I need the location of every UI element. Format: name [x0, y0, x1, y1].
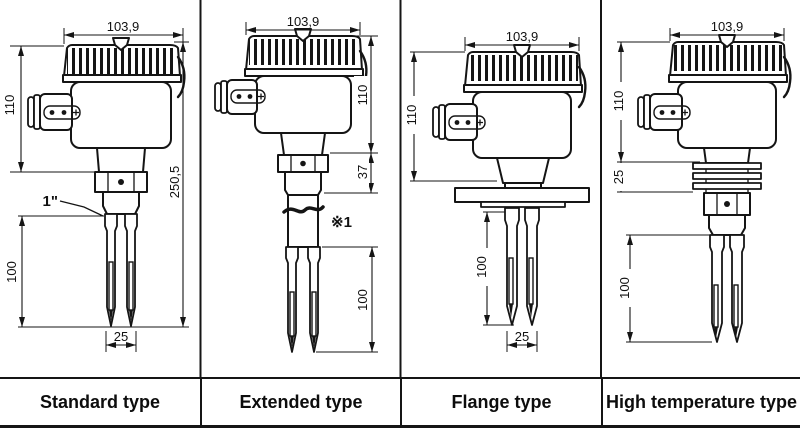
dimensions-standard: 103,9 110 250,5 100 25 1" — [1, 19, 189, 352]
hex-nut — [277, 154, 329, 173]
thread-leader-line — [59, 200, 104, 217]
cable-connector — [432, 103, 486, 141]
column-separators — [199, 0, 602, 377]
housing-body — [472, 91, 572, 159]
dim-fork-width: 25 — [515, 329, 529, 344]
flange — [454, 187, 590, 208]
cap-clip — [577, 65, 587, 109]
type-label-standard: Standard type — [39, 391, 161, 412]
dim-nut-length: 37 — [355, 165, 370, 179]
sensor-head — [27, 37, 186, 149]
hex-nut — [703, 192, 751, 216]
dim-fork-length: 100 — [617, 277, 632, 299]
dim-fin-section: 25 — [611, 170, 626, 184]
cap-latch-knob — [112, 37, 130, 51]
dim-total-height: 250,5 — [167, 166, 182, 199]
type-label-flange: Flange type — [400, 379, 601, 425]
ribbed-cap — [249, 39, 359, 65]
high-temperature-type-drawing: 103,9 110 25 100 — [610, 19, 792, 343]
sensor-head — [432, 44, 587, 159]
dim-head-height: 110 — [404, 105, 419, 126]
dimensions-high-temperature: 103,9 110 25 100 — [610, 19, 785, 343]
fork-prongs — [504, 207, 540, 326]
dim-cap-width: 103,9 — [711, 19, 744, 34]
extended-type-drawing: 103,9 110 37 ※1 100 — [214, 14, 378, 353]
ribbed-cap — [67, 48, 177, 74]
extension-tube — [287, 194, 319, 248]
extension-note-label: ※1 — [331, 214, 352, 231]
neck — [280, 132, 326, 156]
cable-connector — [637, 93, 691, 131]
dim-fork-length: 100 — [474, 256, 489, 278]
ribbed-cap — [468, 55, 578, 81]
dimensions-extended: 103,9 110 37 ※1 100 — [245, 14, 378, 353]
housing-body — [254, 75, 352, 134]
thread-boss — [708, 214, 746, 236]
housing-body — [70, 81, 172, 149]
sensor-head — [214, 28, 368, 134]
fork-prongs — [104, 213, 138, 327]
break-symbol — [282, 205, 325, 214]
cable-connector — [27, 93, 81, 131]
cap-clip — [782, 55, 792, 99]
housing-body — [677, 81, 777, 149]
dim-head-height: 110 — [2, 95, 17, 116]
cooling-fins — [692, 162, 762, 193]
dim-fork-length: 100 — [355, 289, 370, 311]
dim-cap-width: 103,9 — [287, 14, 320, 29]
neck — [496, 157, 550, 184]
cable-connector — [214, 79, 266, 115]
type-label-extended: Extended type — [200, 379, 400, 425]
dim-cap-width: 103,9 — [506, 29, 539, 44]
type-label-high-temperature: High temperature type — [601, 379, 800, 425]
dim-fork-length: 100 — [4, 261, 19, 283]
dim-fork-width: 25 — [114, 329, 128, 344]
dimension-drawing-svg: 103,9 110 250,5 100 25 1" — [1, 0, 792, 377]
sensor-head — [637, 34, 792, 149]
fork-prongs — [285, 246, 321, 353]
thread-boss — [284, 171, 322, 196]
flange-type-drawing: 103,9 110 100 25 — [403, 29, 590, 352]
hex-nut — [94, 171, 148, 193]
thread-size-label: 1" — [43, 193, 58, 210]
dim-cap-width: 103,9 — [107, 19, 140, 34]
dim-head-height: 110 — [355, 85, 370, 106]
standard-type-drawing: 103,9 110 250,5 100 25 1" — [1, 19, 189, 352]
ribbed-cap — [673, 45, 783, 71]
fork-prongs — [709, 234, 745, 343]
thread-boss — [102, 191, 140, 215]
neck — [703, 147, 751, 164]
type-label-row: Standard type Extended type Flange type … — [0, 377, 800, 428]
dimensions-flange: 103,9 110 100 25 — [403, 29, 580, 352]
dim-head-height: 110 — [611, 91, 626, 112]
neck — [96, 147, 146, 173]
